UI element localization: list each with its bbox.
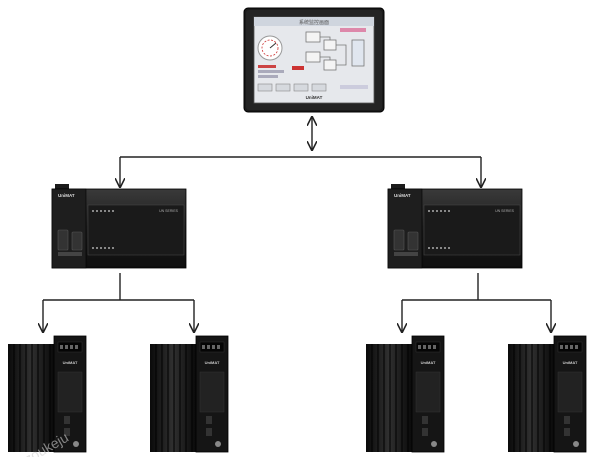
hmi-button (257, 83, 273, 92)
hmi-button (293, 83, 309, 92)
plc-model: UN SERIES (159, 209, 179, 213)
drive-brand: UniMAT (563, 360, 578, 365)
servo-drive-1: UniMAT (8, 335, 87, 453)
hmi-button-row (257, 83, 327, 92)
connection-lines (43, 117, 551, 332)
plc-model: UN SERIES (495, 209, 515, 213)
drive-brand: UniMAT (63, 360, 78, 365)
plc-brand: UniMAT (58, 193, 75, 198)
servo-drive-3: UniMAT (366, 335, 445, 453)
hmi-button (275, 83, 291, 92)
hmi-button (311, 83, 327, 92)
hmi-screen-title: 系统监控画面 (299, 19, 329, 26)
plc-controller-left: UniMAT UN SERIES (51, 184, 187, 269)
servo-drive-2: UniMAT (150, 335, 229, 453)
servo-drive-4: UniMAT (508, 335, 587, 453)
hmi-touchscreen: 系统监控画面 UniMAT (243, 7, 385, 113)
plc-brand: UniMAT (394, 193, 411, 198)
drive-brand: UniMAT (205, 360, 220, 365)
hmi-brand: UniMAT (306, 95, 323, 100)
plc-controller-right: UniMAT UN SERIES (387, 184, 523, 269)
drive-brand: UniMAT (421, 360, 436, 365)
